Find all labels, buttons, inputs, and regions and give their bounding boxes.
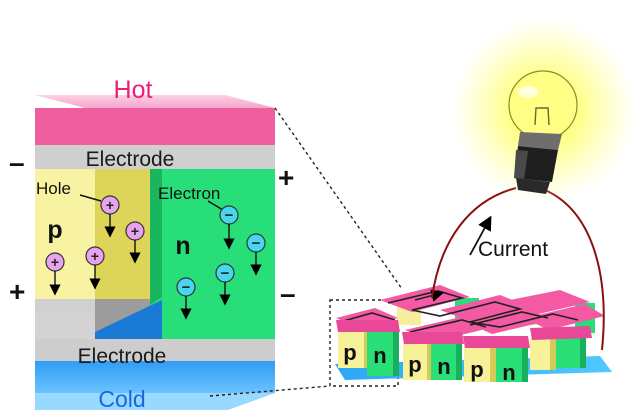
- electron-label: Electron: [158, 184, 220, 203]
- svg-text:+: +: [91, 248, 99, 264]
- svg-text:+: +: [51, 254, 59, 270]
- svg-text:−: −: [182, 279, 191, 296]
- module-legs-front: [338, 330, 586, 382]
- svg-text:−: −: [252, 235, 261, 252]
- module-leg-label: p: [343, 340, 356, 365]
- light-bulb-icon: [452, 18, 636, 202]
- svg-text:−: −: [225, 207, 234, 224]
- hot-plate-top: [35, 95, 275, 108]
- plus-left: +: [9, 276, 25, 307]
- svg-text:−: −: [221, 265, 230, 282]
- electron-charges: − − − −: [176, 205, 266, 320]
- wire-left: [431, 187, 517, 299]
- module-leg-p: [464, 346, 490, 382]
- hot-label: Hot: [114, 76, 153, 104]
- module-leg-label: p: [408, 352, 421, 377]
- minus-right: –: [280, 278, 296, 309]
- module-leg-n: [431, 342, 456, 380]
- top-electrode-label: Electrode: [86, 148, 175, 171]
- electron-charge: −: [246, 233, 266, 276]
- module-leg-p: [338, 330, 364, 368]
- hole-charges: + + + +: [45, 195, 145, 296]
- p-electrode-side: [95, 299, 150, 332]
- top-electrode: [35, 145, 275, 169]
- n-label: n: [175, 232, 190, 260]
- cold-plate: [35, 361, 275, 393]
- svg-text:+: +: [131, 223, 139, 239]
- hot-plate-front: [35, 108, 275, 145]
- module-leg-label: p: [470, 357, 483, 382]
- p-electrode-bottom: [35, 299, 95, 313]
- hole-charge: +: [125, 221, 145, 264]
- gap-floor: [95, 300, 162, 340]
- module-leg-label: n: [437, 354, 450, 379]
- module-leg-n: [496, 346, 522, 382]
- bulb-glass: [508, 70, 578, 140]
- current-arrow: [469, 215, 492, 256]
- hole-charge: +: [45, 252, 65, 296]
- current-label: Current: [478, 238, 548, 261]
- electron-charge: −: [215, 263, 235, 306]
- bulb-collar: [518, 132, 562, 150]
- minus-left: –: [9, 147, 25, 178]
- module-leg-p: [403, 342, 427, 380]
- svg-text:+: +: [106, 197, 114, 213]
- p-label: p: [47, 216, 62, 244]
- n-leg: [150, 169, 275, 339]
- hole-charge: +: [100, 195, 120, 238]
- module-leg-label: n: [502, 360, 515, 385]
- bottom-electrode-left: [35, 313, 95, 341]
- bottom-electrode-label: Electrode: [78, 345, 167, 368]
- bottom-electrode: [95, 339, 275, 361]
- electron-charge: −: [176, 277, 196, 320]
- thermoelectric-module: p n p n p n: [335, 285, 612, 385]
- module-leg-n: [367, 330, 393, 376]
- module-leg-label: n: [373, 343, 386, 368]
- n-leg-side: [150, 169, 162, 305]
- thermocouple-block: Hot Electrode Electrode Cold p n Hole El…: [9, 76, 296, 412]
- electron-charge: −: [219, 205, 239, 250]
- hole-charge: +: [85, 246, 105, 290]
- plus-right: +: [278, 162, 294, 193]
- hole-label: Hole: [36, 179, 71, 198]
- cold-label: Cold: [98, 386, 145, 412]
